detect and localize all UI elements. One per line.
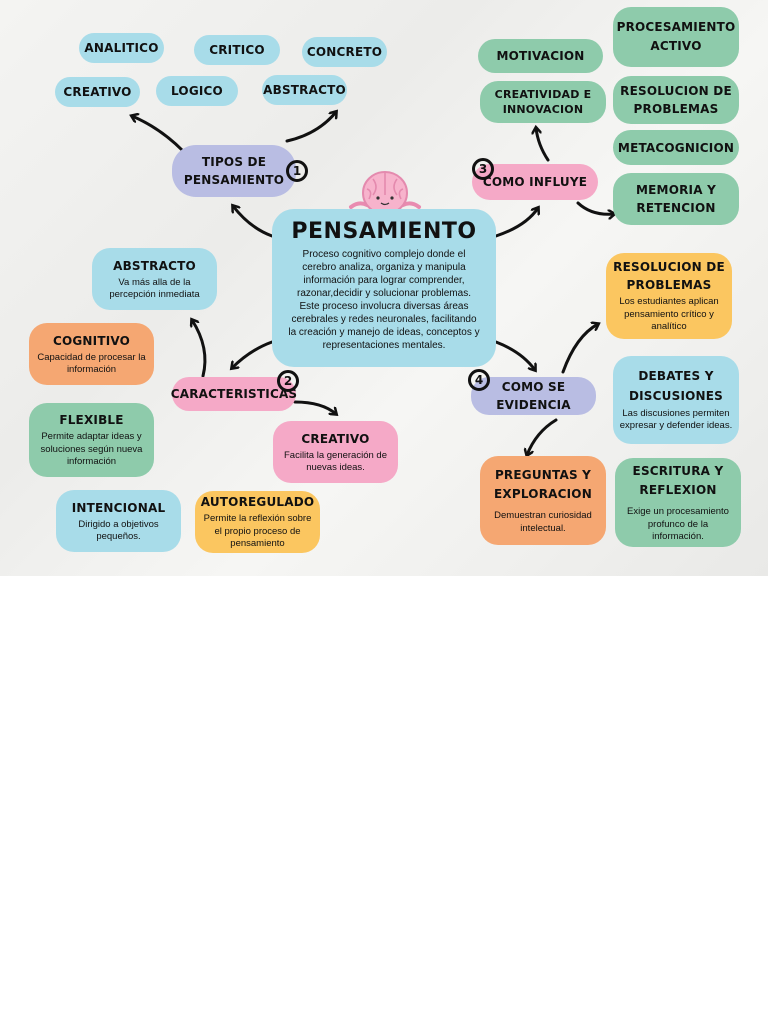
arrow-evidencia-to-preguntas: [527, 418, 558, 455]
caracteristica-title: INTENCIONAL: [71, 500, 166, 515]
caracteristica-title: CREATIVO: [301, 431, 370, 446]
caracteristica-abstracto: ABSTRACTO Va más alla de la percepción i…: [92, 248, 217, 310]
caracteristica-title: ABSTRACTO: [113, 258, 196, 273]
arrow-influye-to-memoria: [576, 201, 614, 214]
tipo-creativo: CREATIVO: [55, 77, 140, 107]
tipo-logico: LOGICO: [156, 76, 238, 106]
evidencia-item-desc: Demuestran curiosidad intelectual.: [494, 510, 592, 534]
caracteristica-desc: Permite la reflexión sobre el propio pro…: [203, 513, 312, 550]
arrow-center-to-influye: [494, 208, 538, 238]
caracteristica-desc: Permite adaptar ideas y soluciones según…: [40, 431, 143, 468]
caracteristica-desc: Facilita la generación de nuevas ideas.: [284, 449, 387, 473]
center-description: Proceso cognitivo complejo donde el cere…: [288, 249, 480, 351]
evidencia-resolucion: RESOLUCION DE PROBLEMAS Los estudiantes …: [606, 253, 732, 339]
evidencia-item-desc: Los estudiantes aplican pensamiento crít…: [619, 296, 719, 333]
caracteristica-title: AUTOREGULADO: [200, 495, 315, 510]
number-badge-3: 3: [472, 158, 494, 180]
evidencia-item-title: PREGUNTAS Y EXPLORACION: [494, 467, 592, 502]
caracteristica-desc: Capacidad de procesar la información: [37, 351, 146, 375]
arrow-caracteristicas-to-abstracto: [192, 320, 207, 378]
influye-title: COMO INFLUYE: [482, 175, 588, 189]
evidencia-item-desc: Exige un procesamiento profunco de la in…: [627, 506, 729, 542]
caracteristica-desc: Va más alla de la percepción inmediata: [109, 276, 200, 300]
influye-metacognicion: METACOGNICION: [613, 130, 739, 165]
arrow-center-to-caracteristicas: [232, 340, 274, 368]
center-title: PENSAMIENTO: [291, 219, 477, 244]
number-badge-2: 2: [277, 370, 299, 392]
caracteristica-creativo: CREATIVO Facilita la generación de nueva…: [273, 421, 398, 483]
arrow-caracteristicas-to-creativo: [293, 400, 336, 414]
influye-label: METACOGNICION: [617, 140, 735, 155]
influye-label: PROCESAMIENTO ACTIVO: [616, 19, 736, 53]
evidencia-escritura: ESCRITURA Y REFLEXION Exige un procesami…: [615, 458, 741, 547]
caracteristica-title: FLEXIBLE: [59, 413, 124, 428]
tipo-label: LOGICO: [171, 84, 223, 98]
evidencia-item-title: DEBATES Y DISCUSIONES: [628, 369, 723, 403]
caracteristica-flexible: FLEXIBLE Permite adaptar ideas y solucio…: [29, 403, 154, 477]
influye-resolucion: RESOLUCION DE PROBLEMAS: [613, 76, 739, 124]
evidencia-debates: DEBATES Y DISCUSIONES Las discusiones pe…: [613, 356, 739, 444]
tipo-critico: CRITICO: [194, 35, 280, 65]
influye-procesamiento: PROCESAMIENTO ACTIVO: [613, 7, 739, 67]
influye-label: CREATIVIDAD E INNOVACION: [494, 87, 592, 116]
tipo-label: ABSTRACTO: [263, 83, 346, 97]
caracteristica-cognitivo: COGNITIVO Capacidad de procesar la infor…: [29, 323, 154, 385]
influye-motivacion: MOTIVACION: [478, 39, 603, 73]
tipo-label: CONCRETO: [306, 45, 383, 59]
number-badge-4: 4: [468, 369, 490, 391]
tipos-de-pensamiento-node: TIPOS DE PENSAMIENTO: [172, 145, 296, 197]
influye-memoria: MEMORIA Y RETENCION: [613, 173, 739, 225]
tipo-analitico: ANALITICO: [79, 33, 164, 63]
tipo-concreto: CONCRETO: [302, 37, 387, 67]
influye-label: RESOLUCION DE PROBLEMAS: [620, 84, 732, 116]
arrow-influye-to-creatividad: [536, 128, 550, 162]
arrow-center-to-tipos: [233, 206, 274, 238]
caracteristica-desc: Dirigido a objetivos pequeños.: [78, 518, 159, 542]
caracteristica-autoregulado: AUTOREGULADO Permite la reflexión sobre …: [195, 491, 320, 553]
pensamiento-central-node: PENSAMIENTO Proceso cognitivo complejo d…: [272, 209, 496, 367]
evidencia-title: COMO SE EVIDENCIA: [496, 380, 571, 412]
arrow-tipos-to-creativo: [132, 116, 184, 152]
influye-creatividad: CREATIVIDAD E INNOVACION: [480, 81, 606, 123]
tipo-abstracto: ABSTRACTO: [262, 75, 347, 105]
number-badge-1: 1: [286, 160, 308, 182]
caracteristicas-node: CARACTERISTICAS: [170, 377, 298, 411]
connector-arrows: [0, 0, 768, 576]
arrow-tipos-to-abstracto: [285, 112, 336, 143]
evidencia-item-desc: Las discusiones permiten expresar y defe…: [619, 407, 733, 432]
arrow-center-to-evidencia: [494, 340, 535, 370]
tipo-label: ANALITICO: [84, 41, 159, 55]
evidencia-preguntas: PREGUNTAS Y EXPLORACION Demuestran curio…: [480, 456, 606, 545]
evidencia-item-title: ESCRITURA Y REFLEXION: [632, 463, 724, 497]
arrow-evidencia-to-resolucion: [561, 324, 598, 374]
influye-label: MEMORIA Y RETENCION: [636, 183, 716, 215]
evidencia-item-title: RESOLUCION DE PROBLEMAS: [613, 260, 725, 293]
influye-label: MOTIVACION: [496, 49, 585, 63]
mind-map-canvas: ANALITICO CRITICO CONCRETO CREATIVO LOGI…: [0, 0, 768, 576]
caracteristicas-title: CARACTERISTICAS: [170, 387, 298, 401]
tipos-title: TIPOS DE PENSAMIENTO: [183, 155, 285, 187]
caracteristica-intencional: INTENCIONAL Dirigido a objetivos pequeño…: [56, 490, 181, 552]
como-se-evidencia-node: COMO SE EVIDENCIA: [471, 377, 596, 415]
caracteristica-title: COGNITIVO: [52, 333, 131, 348]
tipo-label: CREATIVO: [63, 85, 132, 99]
tipo-label: CRITICO: [209, 43, 265, 57]
